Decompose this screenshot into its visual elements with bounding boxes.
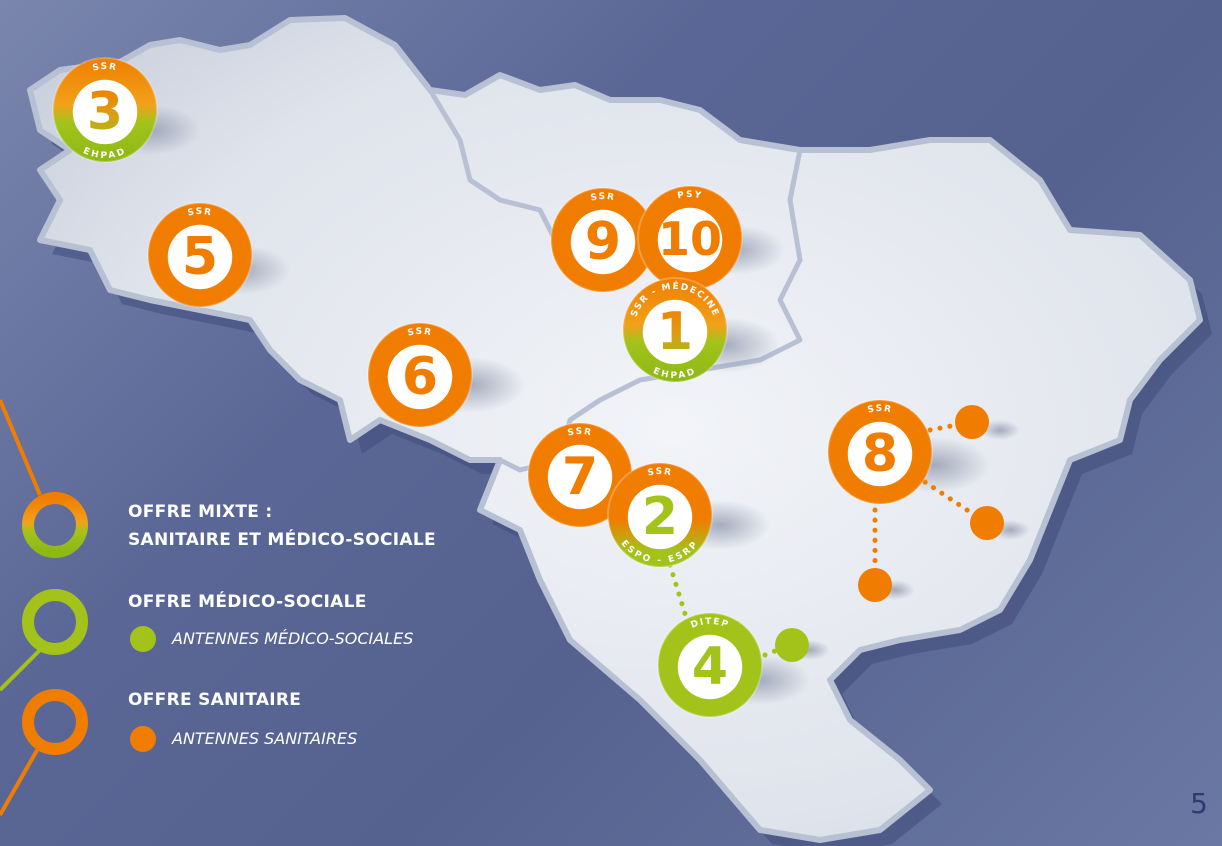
marker-8: 8 SSR xyxy=(827,399,933,505)
site-markers: 5SSR6SSR3SSREHPAD8SSR4DITEP9SSR10PSY1SSR… xyxy=(52,57,933,718)
marker-top-label: SSR xyxy=(567,427,593,439)
marker-number: 2 xyxy=(642,487,678,547)
marker-number: 7 xyxy=(562,447,598,507)
marker-3: 3 SSR EHPAD xyxy=(52,57,158,163)
marker-top-label: SSR xyxy=(407,327,433,339)
marker-top-label: SSR xyxy=(92,62,118,74)
marker-number: 5 xyxy=(182,227,218,287)
marker-10: 10 PSY xyxy=(637,185,743,291)
legend-ring-mixte xyxy=(22,492,88,558)
legend-orange-dot xyxy=(130,726,156,752)
marker-bottom-label: EHPAD xyxy=(651,366,698,381)
antenna-sanitaire xyxy=(955,405,989,439)
legend-mixte-line1: OFFRE MIXTE : xyxy=(128,502,273,522)
legend-sanitaire-sub: ANTENNES SANITAIRES xyxy=(172,729,358,748)
marker-number: 9 xyxy=(585,212,621,272)
legend-ring-medico xyxy=(22,589,88,655)
marker-center xyxy=(627,484,693,550)
marker-top-label: SSR xyxy=(590,192,616,204)
marker-center xyxy=(167,224,233,290)
marker-6: 6 SSR xyxy=(367,322,473,428)
marker-number: 6 xyxy=(402,347,438,407)
marker-center xyxy=(657,207,723,273)
page-number: 5 xyxy=(1190,787,1208,820)
marker-number: 3 xyxy=(87,82,123,142)
legend-green-dot xyxy=(130,626,156,652)
marker-center xyxy=(72,79,138,145)
marker-5: 5 SSR xyxy=(147,202,253,308)
marker-top-label: PSY xyxy=(677,190,704,202)
legend-ring-sanitaire xyxy=(22,689,88,755)
legend-mixte-line2: SANITAIRE ET MÉDICO-SOCIALE xyxy=(128,530,436,550)
marker-number: 8 xyxy=(862,424,898,484)
legend-medico-sub: ANTENNES MÉDICO-SOCIALES xyxy=(172,629,414,648)
marker-top-label: SSR xyxy=(187,207,213,219)
antenna-sanitaire xyxy=(858,568,892,602)
marker-7: 7 SSR xyxy=(527,422,633,528)
marker-top-label: SSR xyxy=(647,467,673,479)
marker-number: 10 xyxy=(658,212,722,266)
antenna-medico-sociale xyxy=(775,628,809,662)
marker-center xyxy=(642,299,708,365)
marker-number: 4 xyxy=(692,637,728,697)
marker-9: 9 SSR xyxy=(550,187,656,293)
marker-bottom-label: EHPAD xyxy=(81,146,128,161)
legend-graphics xyxy=(0,399,88,816)
marker-number: 1 xyxy=(657,302,693,362)
legend-sanitaire-title: OFFRE SANITAIRE xyxy=(128,690,302,710)
marker-top-label: SSR xyxy=(867,404,893,416)
marker-center xyxy=(387,344,453,410)
marker-center xyxy=(570,209,636,275)
legend-medico-title: OFFRE MÉDICO-SOCIALE xyxy=(128,592,367,612)
marker-center xyxy=(677,634,743,700)
map-land xyxy=(27,15,1203,843)
antenna-sanitaire xyxy=(970,506,1004,540)
marker-center xyxy=(547,444,613,510)
marker-center xyxy=(847,421,913,487)
